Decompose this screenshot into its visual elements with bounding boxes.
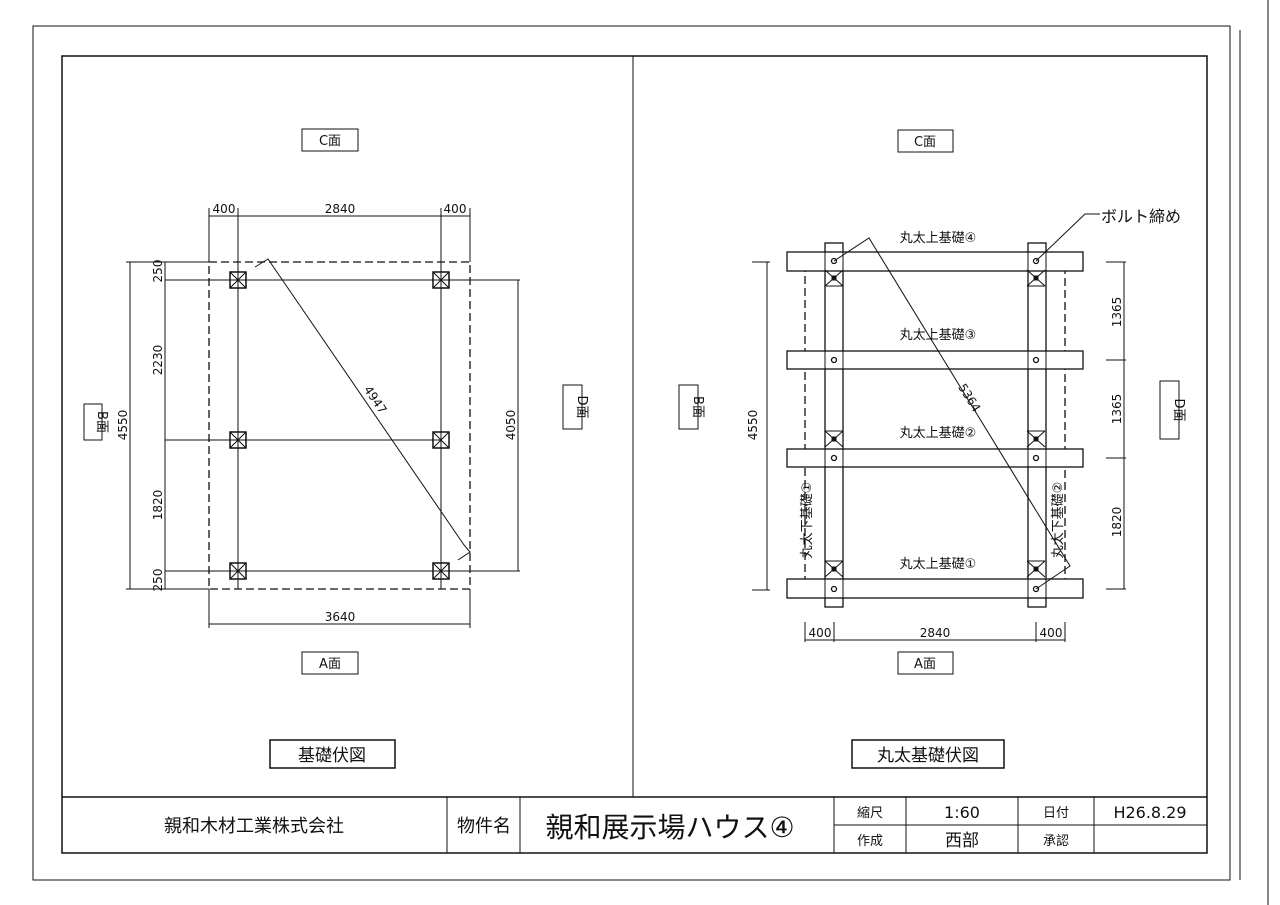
dim-bottom-3: 400 [1040,626,1063,640]
right-drawing-title: 丸太基礎伏図 [877,746,979,766]
face-c-label: C面 [914,135,936,150]
face-d-label: D面 [1171,398,1186,421]
lower-beam-2-label: 丸太下基礎② [1051,482,1066,559]
face-a-label: A面 [914,657,936,672]
face-c-label: C面 [319,134,341,149]
scale-label: 縮尺 [857,805,883,821]
upper-beam-1-label: 丸太上基礎① [900,557,977,572]
lower-beam-1-label: 丸太下基礎① [800,482,815,559]
foundation-plan: 400 2840 400 250 2230 1820 250 4550 4050… [83,128,589,769]
dim-left-3: 1820 [151,490,165,521]
outline-dashed [208,261,471,590]
face-d-label: D面 [574,395,589,418]
dim-top-2: 2840 [325,202,356,216]
company-name: 親和木材工業株式会社 [164,816,344,837]
dim-left-1: 250 [151,260,165,283]
date-label: 日付 [1043,806,1069,821]
dim-left-4: 250 [151,569,165,592]
upper-beam-2-label: 丸太上基礎② [900,426,977,441]
post-markers [824,269,1046,578]
approval-label: 承認 [1043,833,1069,849]
dim-left-outer: 4550 [116,410,130,441]
dim-left: 4550 [746,410,760,441]
dim-top-1: 400 [213,202,236,216]
dim-right-1: 1365 [1110,297,1124,328]
dim-right-3: 1820 [1110,507,1124,538]
sheet-frame [32,0,1269,905]
upper-beam-3-label: 丸太上基礎③ [900,328,977,343]
face-a-label: A面 [319,657,341,672]
log-foundation-plan: 5364 ボルト締め 丸太上基礎④ 丸太上基礎③ 丸太上基礎② 丸太上基礎① 丸… [678,129,1186,769]
face-b-label: B面 [690,396,705,418]
upper-beam-4-label: 丸太上基礎④ [900,231,977,246]
dim-diagonal: 5364 [955,381,983,414]
title-block: 親和木材工業株式会社 物件名 親和展示場ハウス④ 縮尺 1:60 日付 H26.… [62,796,1207,853]
dim-left-2: 2230 [151,345,165,376]
project-label: 物件名 [457,816,511,837]
outline-dashed [804,261,1066,590]
author-value: 西部 [945,831,979,851]
author-label: 作成 [857,834,883,849]
left-drawing-title: 基礎伏図 [298,746,366,766]
post-markers [229,271,450,580]
dim-bottom-1: 400 [809,626,832,640]
scale-value: 1:60 [944,803,980,822]
project-name: 親和展示場ハウス④ [545,811,794,844]
face-b-label: B面 [94,411,109,433]
dim-diagonal: 4947 [361,383,390,416]
dim-right-2: 1365 [1110,394,1124,425]
dim-bottom-2: 2840 [920,626,951,640]
bolt-note: ボルト締め [1101,207,1181,226]
dim-right: 4050 [504,410,518,441]
dim-top-3: 400 [444,202,467,216]
dim-bottom: 3640 [325,610,356,624]
bolt-markers [830,257,1040,593]
date-value: H26.8.29 [1113,803,1186,822]
